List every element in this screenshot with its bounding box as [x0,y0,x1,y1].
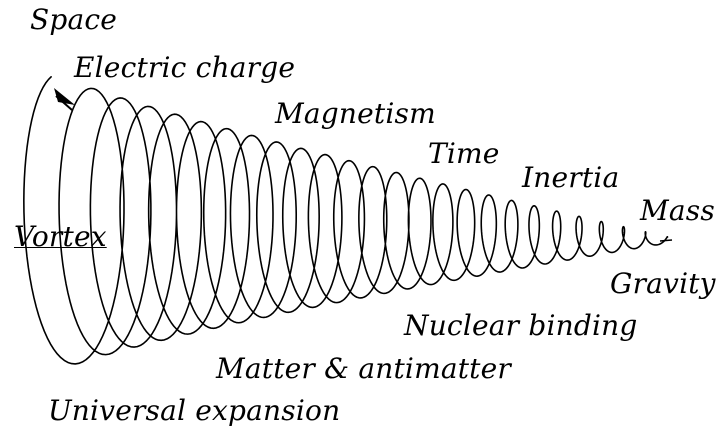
label-magnetism: Magnetism [275,97,436,130]
vortex-spiral [23,76,669,365]
label-nuclear-binding: Nuclear binding [404,309,638,342]
label-electric-charge: Electric charge [74,51,296,84]
label-mass: Mass [640,194,715,227]
label-space: Space [30,3,118,36]
label-universal-expansion: Universal expansion [48,394,341,427]
spiral-tail-tip [659,239,673,242]
label-vortex: Vortex [14,220,107,253]
label-time: Time [428,137,500,170]
label-inertia: Inertia [522,161,620,194]
direction-arrow-icon [54,88,75,105]
arrow-shaft [55,95,73,111]
label-gravity: Gravity [610,267,716,300]
label-matter-antimatter: Matter & antimatter [216,352,511,385]
